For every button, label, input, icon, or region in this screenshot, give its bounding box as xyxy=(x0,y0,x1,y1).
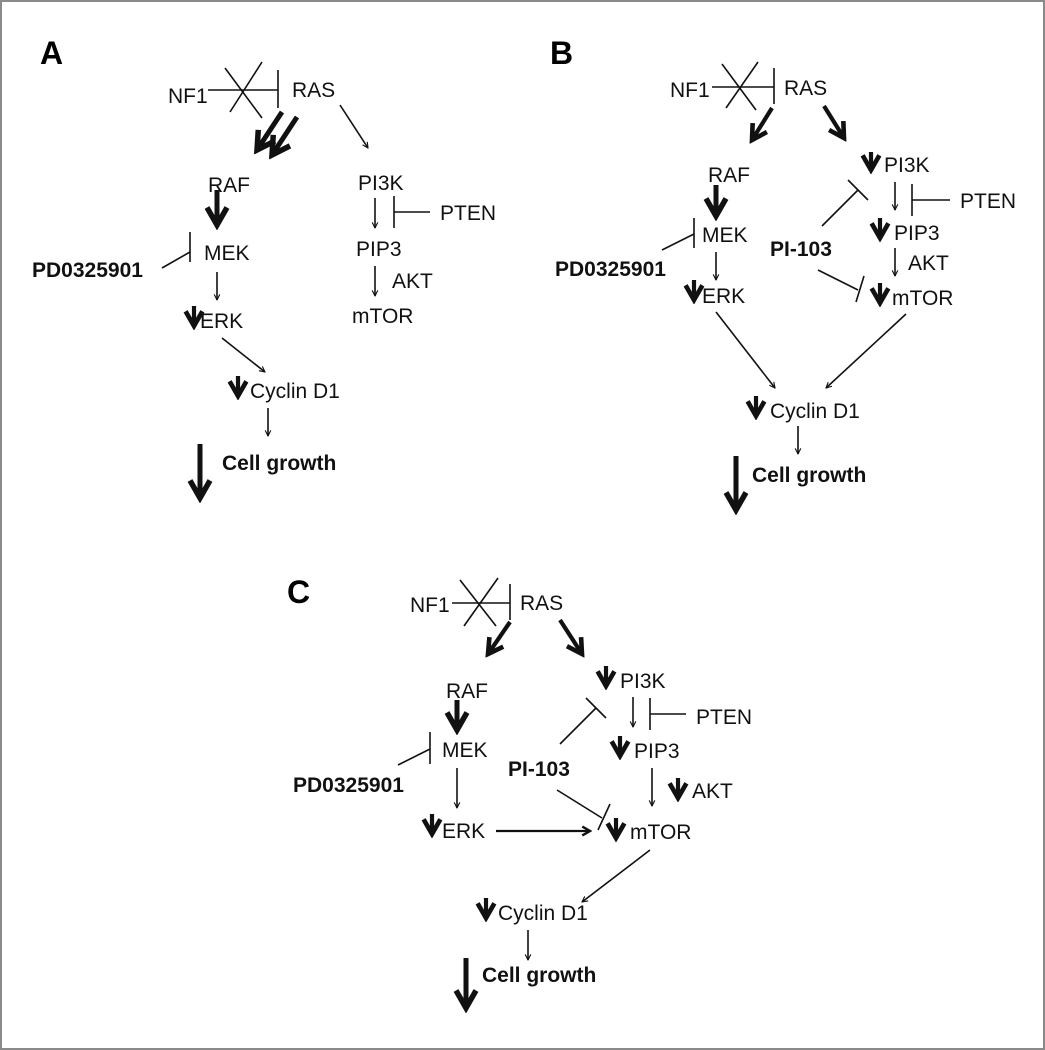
cross-mark xyxy=(721,63,757,111)
node-mtor: mTOR xyxy=(630,821,691,844)
heavy-arrow xyxy=(752,106,774,140)
cross-mark xyxy=(224,67,263,119)
inhibition-line xyxy=(821,189,859,227)
node-ras: RAS xyxy=(784,77,827,100)
inhibition-bar xyxy=(597,803,611,831)
inhibition-line xyxy=(661,233,695,251)
node-cyclin-d1: Cyclin D1 xyxy=(498,902,588,925)
node-cell-growth: Cell growth xyxy=(752,464,866,487)
node-mtor: mTOR xyxy=(352,305,413,328)
node-raf: RAF xyxy=(446,680,488,703)
panel-label-b: B xyxy=(550,35,573,71)
node-nf1: NF1 xyxy=(168,85,208,108)
inhibition-line xyxy=(817,269,859,291)
cross-mark xyxy=(725,61,759,109)
node-pi3k: PI3K xyxy=(358,172,404,195)
inhibition-line xyxy=(559,707,597,745)
arrow xyxy=(715,311,775,388)
inhibition-bar xyxy=(585,697,607,719)
inhibitor-pi-103: PI-103 xyxy=(508,758,570,781)
inhibitor-pd0325901: PD0325901 xyxy=(32,259,143,282)
panel-c: C NF1 RAS RAF MEK PD0325901 ERK PI3K PTE… xyxy=(287,574,752,1008)
node-pip3: PIP3 xyxy=(894,222,940,245)
cross-mark xyxy=(463,577,499,627)
node-pten: PTEN xyxy=(440,202,496,225)
cross-mark xyxy=(229,61,263,113)
node-akt: AKT xyxy=(692,780,733,803)
heavy-arrow xyxy=(257,110,285,150)
node-pip3: PIP3 xyxy=(634,740,680,763)
arrow xyxy=(826,313,907,388)
node-nf1: NF1 xyxy=(410,594,450,617)
node-akt: AKT xyxy=(908,252,949,275)
inhibition-bar xyxy=(855,275,865,303)
heavy-arrow xyxy=(488,620,512,654)
panel-b: B NF1 RAS RAF MEK PD0325901 ERK PI3K PTE… xyxy=(550,35,1016,510)
arrow xyxy=(339,104,368,148)
cross-mark xyxy=(459,579,497,627)
heavy-arrow xyxy=(272,115,300,155)
node-ras: RAS xyxy=(292,79,335,102)
node-pi3k: PI3K xyxy=(884,154,930,177)
inhibitor-pd0325901: PD0325901 xyxy=(293,774,404,797)
inhibition-line xyxy=(556,789,603,819)
inhibition-line xyxy=(397,748,431,766)
heavy-arrow xyxy=(558,618,582,654)
node-raf: RAF xyxy=(208,174,250,197)
node-mek: MEK xyxy=(702,224,748,247)
node-cell-growth: Cell growth xyxy=(222,452,336,475)
node-pip3: PIP3 xyxy=(356,238,402,261)
node-erk: ERK xyxy=(200,310,243,333)
node-cell-growth: Cell growth xyxy=(482,964,596,987)
node-mtor: mTOR xyxy=(892,287,953,310)
node-raf: RAF xyxy=(708,164,750,187)
node-pi3k: PI3K xyxy=(620,670,666,693)
panel-label-a: A xyxy=(40,35,63,71)
node-erk: ERK xyxy=(442,820,485,843)
inhibition-line xyxy=(161,251,191,269)
inhibition-bar xyxy=(847,179,869,201)
node-pten: PTEN xyxy=(960,190,1016,213)
node-mek: MEK xyxy=(204,242,250,265)
inhibitor-pd0325901: PD0325901 xyxy=(555,258,666,281)
node-pten: PTEN xyxy=(696,706,752,729)
heavy-arrow xyxy=(822,104,844,138)
panel-a: A NF1 RAS RAF MEK PD0325901 ERK Cyclin D… xyxy=(32,35,496,498)
node-ras: RAS xyxy=(520,592,563,615)
panel-label-c: C xyxy=(287,574,310,610)
arrow xyxy=(221,337,265,372)
arrow xyxy=(582,849,651,902)
node-cyclin-d1: Cyclin D1 xyxy=(250,380,340,403)
node-erk: ERK xyxy=(702,285,745,308)
node-nf1: NF1 xyxy=(670,79,710,102)
node-akt: AKT xyxy=(392,270,433,293)
node-mek: MEK xyxy=(442,739,488,762)
node-cyclin-d1: Cyclin D1 xyxy=(770,400,860,423)
inhibitor-pi-103: PI-103 xyxy=(770,238,832,261)
